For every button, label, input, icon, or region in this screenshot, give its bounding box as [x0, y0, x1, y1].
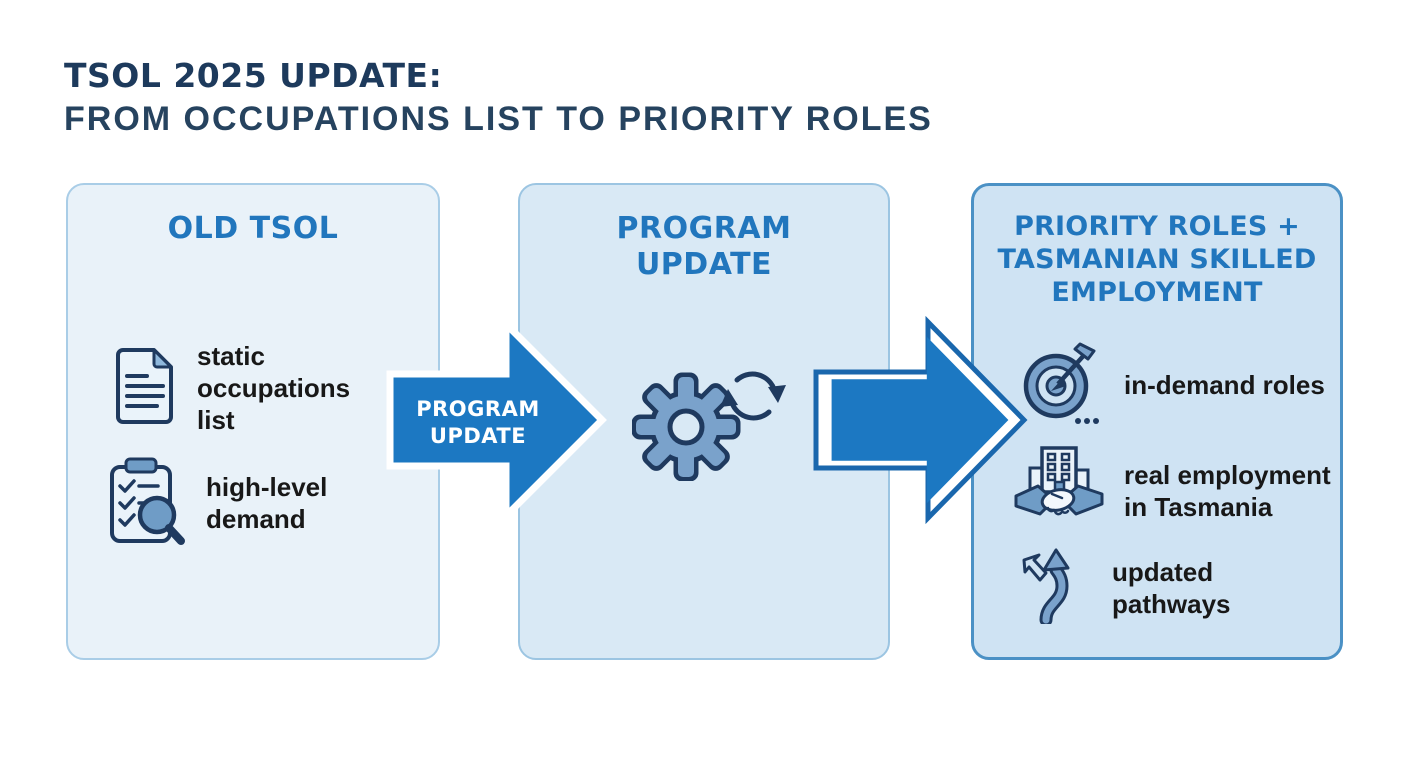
process-arrow-2 [813, 316, 1028, 524]
building-handshake-icon [1014, 444, 1104, 537]
panel-program-update-title: PROGRAM UPDATE [616, 211, 792, 282]
process-arrow-1 [386, 316, 607, 524]
list-item-label: in-demand roles [1124, 369, 1325, 400]
list-item: in-demand roles [1018, 336, 1325, 433]
list-item-label: high-level demand [206, 471, 328, 534]
page-title: TSOL 2025 UPDATE: FROM OCCUPATIONS LIST … [64, 56, 933, 140]
list-item: static occupations list [113, 340, 350, 436]
gear-sync-icon [631, 363, 792, 486]
list-item [631, 363, 792, 486]
clipboard-search-icon [106, 453, 186, 552]
target-dart-icon [1018, 336, 1104, 433]
list-item: real employment in Tasmania [1014, 444, 1331, 537]
panel-priority-roles: PRIORITY ROLES + TASMANIAN SKILLED EMPLO… [971, 183, 1343, 660]
panel-old-tsol: OLD TSOL static occupations list [66, 183, 440, 660]
title-line-2: FROM OCCUPATIONS LIST TO PRIORITY ROLES [64, 100, 933, 138]
panel-priority-roles-title: PRIORITY ROLES + TASMANIAN SKILLED EMPLO… [997, 211, 1317, 308]
list-item-label: updated pathways [1112, 556, 1231, 619]
list-item-label: real employment in Tasmania [1124, 459, 1331, 522]
list-item-label: static occupations list [197, 341, 351, 435]
title-line-1: TSOL 2025 UPDATE: [64, 56, 443, 95]
panel-old-tsol-title: OLD TSOL [167, 211, 339, 246]
process-arrow-1-label: PROGRAM UPDATE [416, 397, 540, 448]
list-item: updated pathways [1020, 546, 1231, 629]
document-icon [113, 346, 177, 431]
path-arrows-icon [1020, 546, 1092, 629]
list-item: high-level demand [106, 453, 327, 552]
